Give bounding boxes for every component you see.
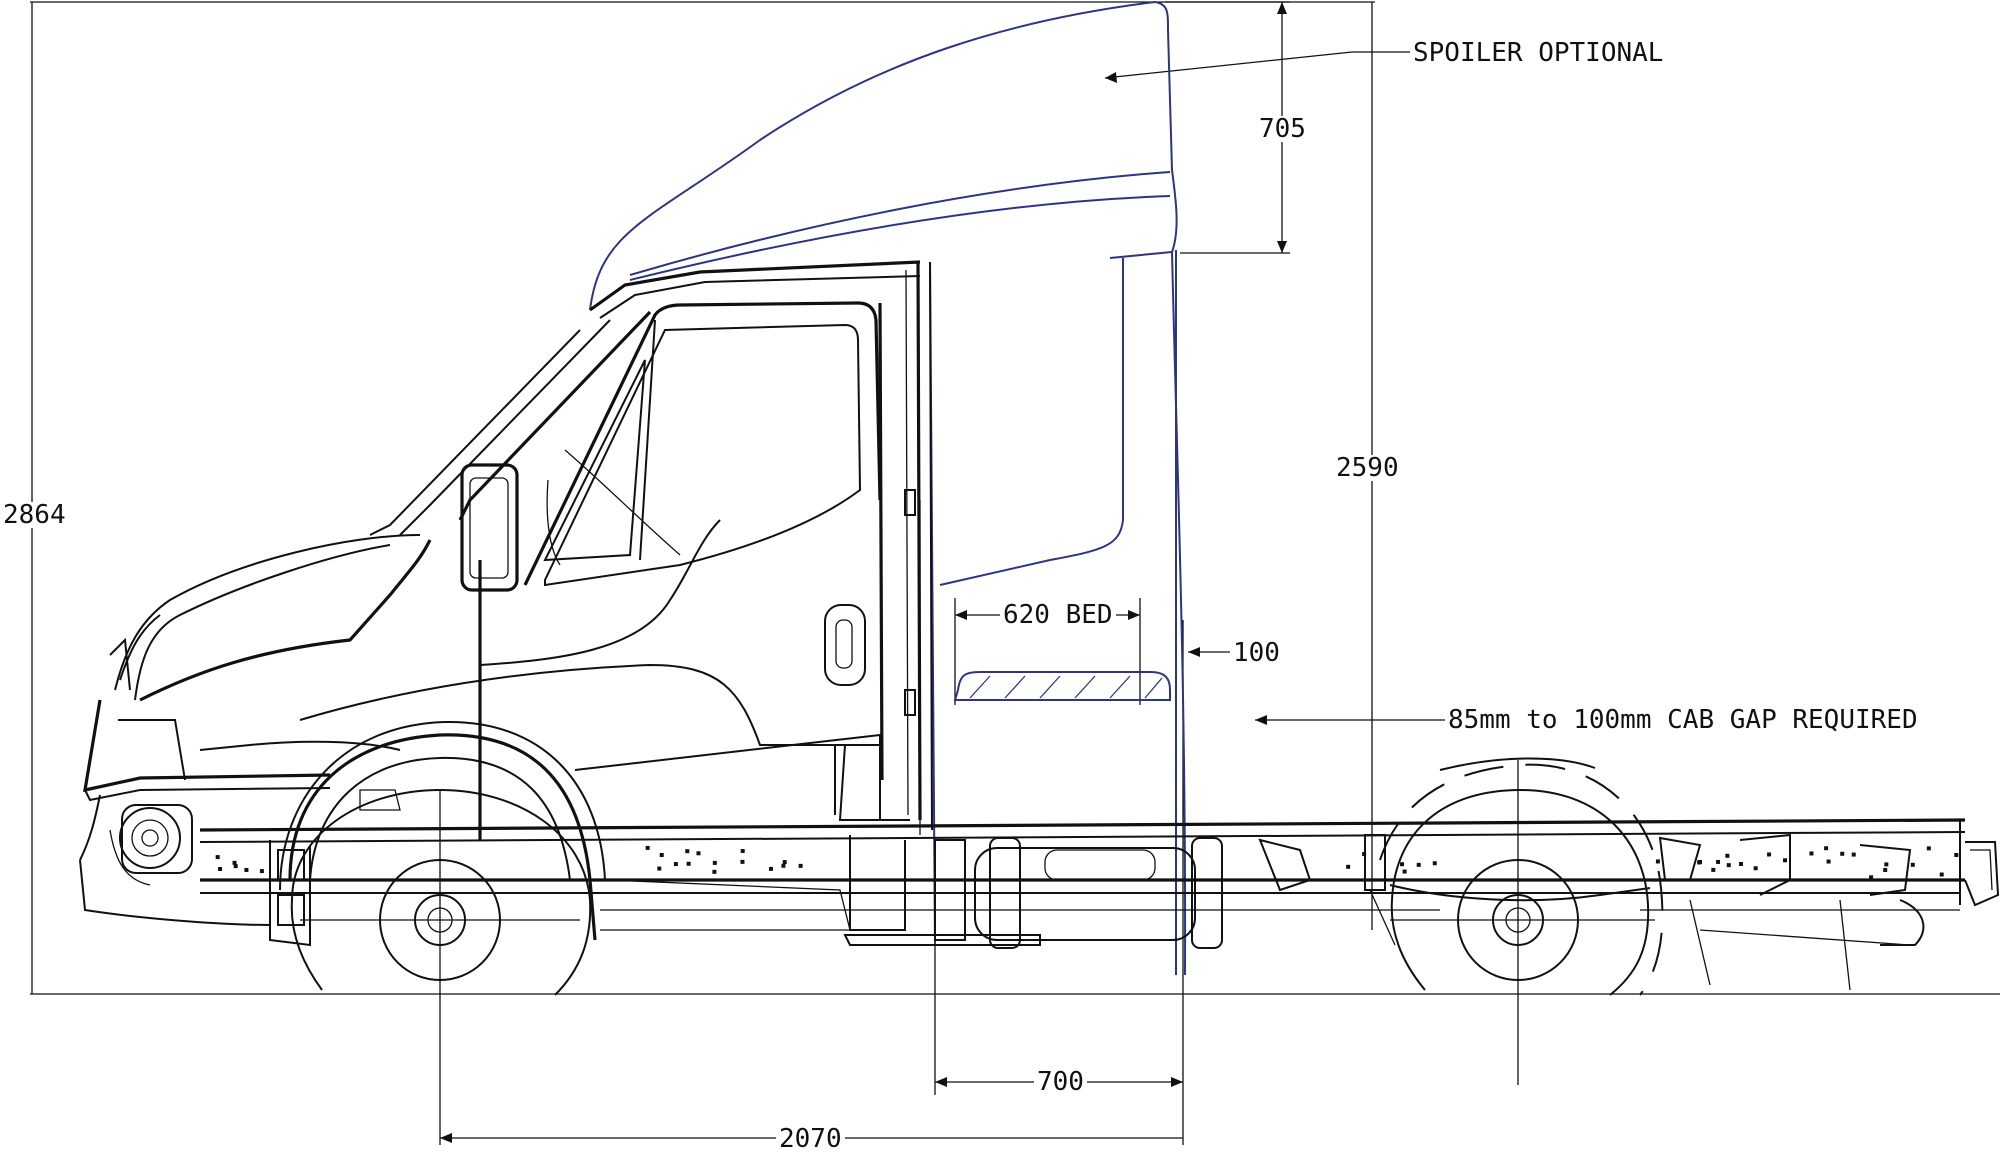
- rivet: [1884, 862, 1889, 867]
- rivet: [1767, 852, 1772, 857]
- rivet: [712, 869, 717, 874]
- spoiler-outline: [589, 0, 1187, 976]
- dimension-lines: [30, 1, 2000, 1145]
- rivet: [1753, 866, 1758, 871]
- rivet: [1346, 864, 1351, 869]
- rivet: [233, 864, 238, 869]
- rivet: [1783, 858, 1788, 863]
- rivet: [244, 867, 249, 872]
- rivet: [740, 859, 745, 864]
- rivet: [696, 851, 701, 856]
- chassis-frame: [199, 789, 2000, 991]
- rivet: [1869, 875, 1874, 880]
- front-wheel: [279, 720, 606, 996]
- rivet: [1824, 846, 1829, 851]
- rivet: [215, 855, 220, 860]
- rivet: [1655, 859, 1660, 864]
- rivet: [798, 863, 803, 868]
- rivet: [218, 866, 223, 871]
- chassis-rivets: [215, 845, 1959, 880]
- rivet: [1400, 862, 1405, 867]
- spoiler-height-label: 705: [1256, 116, 1309, 142]
- spoiler-optional-note: SPOILER OPTIONAL: [1410, 40, 1667, 66]
- rivet: [1711, 867, 1716, 872]
- rivet: [1910, 862, 1915, 867]
- rivet: [1362, 852, 1367, 857]
- rivet: [657, 866, 662, 871]
- rivet: [1432, 861, 1437, 866]
- rivet: [659, 852, 664, 857]
- rivet: [1725, 853, 1730, 858]
- rivet: [1954, 852, 1959, 857]
- cab-height-label: 2590: [1333, 455, 1402, 481]
- wheelbase-2070-label: 2070: [776, 1126, 845, 1152]
- spoiler-gap-label: 100: [1230, 640, 1283, 666]
- rivet: [685, 849, 690, 854]
- rivet: [645, 845, 650, 850]
- rear-wheel: [1369, 757, 1664, 1085]
- rivet: [1416, 862, 1421, 867]
- rivet: [1809, 851, 1814, 856]
- rivet: [1883, 867, 1888, 872]
- bed-width-label: 620 BED: [1000, 602, 1116, 628]
- rivet: [259, 869, 264, 874]
- rivet: [673, 862, 678, 867]
- cab-outline: [79, 260, 933, 926]
- overall-height-label: 2864: [0, 502, 69, 528]
- rivet: [1739, 861, 1744, 866]
- rivet: [781, 863, 786, 868]
- rivet: [1716, 859, 1721, 864]
- rivet: [1840, 851, 1845, 856]
- cab-gap-note: 85mm to 100mm CAB GAP REQUIRED: [1445, 707, 1921, 733]
- rivet: [768, 866, 773, 871]
- rivet: [1726, 863, 1731, 868]
- sleeper-bed: [953, 671, 1171, 701]
- rivet: [782, 860, 787, 865]
- dimension-arrows: [440, 2, 1287, 1143]
- rivet: [1851, 852, 1856, 857]
- rivet: [1939, 872, 1944, 877]
- rivet: [232, 860, 237, 865]
- rivet: [1697, 860, 1702, 865]
- rivet: [686, 861, 691, 866]
- rivet: [1402, 869, 1407, 874]
- rivet: [1826, 859, 1831, 864]
- rivet: [712, 860, 717, 865]
- gap-700-label: 700: [1034, 1069, 1087, 1095]
- rivet: [1926, 846, 1931, 851]
- rivet: [740, 849, 745, 854]
